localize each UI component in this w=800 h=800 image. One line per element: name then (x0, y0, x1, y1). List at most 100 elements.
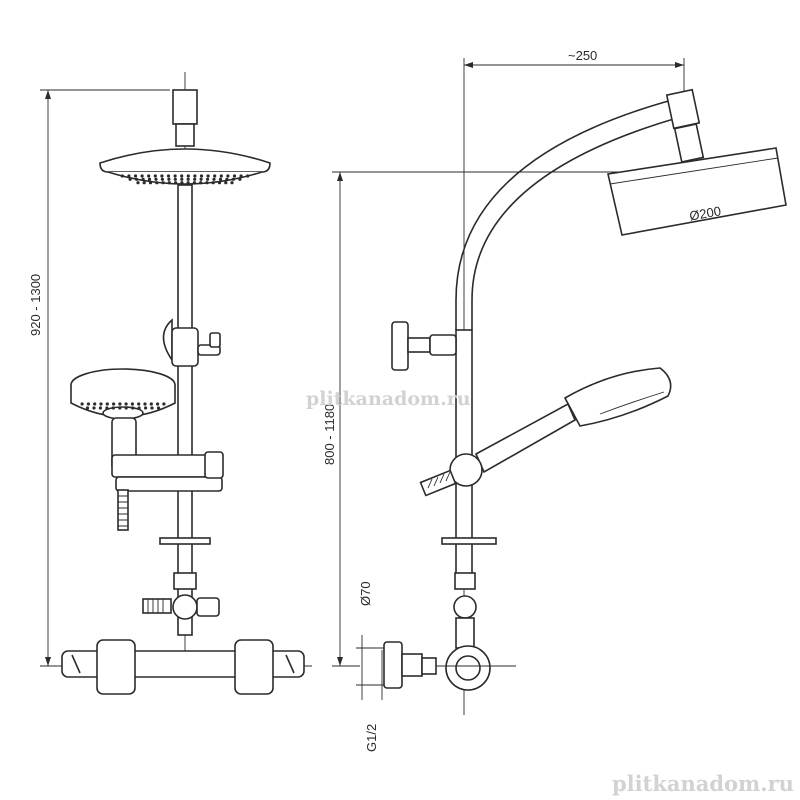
nozzle-dot (186, 177, 190, 181)
nozzle-dot (173, 174, 177, 178)
nozzle-dot (135, 177, 139, 181)
nozzle-dot (180, 181, 184, 185)
nozzle-dot (219, 174, 223, 178)
nozzle-dot (193, 177, 197, 181)
pipe-spacing-label: Ø70 (358, 581, 373, 606)
arm-end-cap (665, 88, 701, 130)
thermostatic-mixer-front (48, 639, 312, 695)
watermark-center: plitkanadom.ru (306, 388, 471, 410)
nozzle-dot (143, 402, 147, 406)
hand-shower-side (419, 367, 672, 497)
nozzle-dot (149, 402, 153, 406)
nozzle-dot (140, 174, 144, 178)
nozzle-dot (136, 181, 140, 185)
nozzle-dot (124, 402, 128, 406)
wall-connection-side (383, 641, 516, 691)
nozzle-dot (137, 406, 141, 410)
nozzle-dot (186, 174, 190, 178)
nozzle-dot (118, 406, 122, 410)
thread-label: G1/2 (364, 724, 379, 752)
riser-pipe-upper (177, 184, 193, 336)
nozzle-dot (232, 174, 237, 178)
shower-height-dimension (332, 171, 622, 667)
nozzle-dot (130, 402, 134, 406)
nozzle-dot (137, 402, 141, 406)
shower-height-label: 800 - 1180 (322, 404, 337, 465)
overhead-shower-head-front (99, 148, 271, 185)
nozzle-dot (162, 402, 166, 406)
nozzle-dot (186, 181, 190, 185)
nozzle-dot (161, 181, 165, 185)
nozzle-dot (206, 174, 210, 178)
wall-bracket-side (441, 537, 497, 545)
nozzle-dot (231, 177, 235, 181)
nozzle-dot (156, 406, 161, 410)
nozzle-dot (147, 174, 151, 178)
nozzle-dot (225, 177, 229, 181)
top-cap (172, 89, 198, 125)
total-height-label: 920 - 1300 (28, 274, 43, 336)
nozzle-dot (173, 177, 177, 181)
nozzle-dot (224, 181, 228, 185)
nozzle-dot (85, 406, 90, 410)
nozzle-dot (238, 177, 242, 181)
slide-holder-front (111, 451, 224, 492)
nozzle-dot (124, 406, 128, 410)
nozzle-dot (180, 174, 184, 178)
nozzle-dot (199, 174, 204, 178)
nozzle-dot (153, 174, 157, 178)
nozzle-dot (193, 174, 197, 178)
nozzle-dot (128, 177, 132, 181)
union-nut-front (173, 572, 197, 590)
nozzle-dot (217, 181, 222, 185)
nozzle-dot (192, 181, 196, 185)
nozzle-dot (160, 177, 164, 181)
nozzle-dot (144, 406, 148, 410)
nozzle-dot (199, 177, 203, 181)
front-view: 920 - 1300 (28, 72, 312, 695)
nozzle-dot (99, 402, 103, 406)
hand-shower-front (70, 368, 176, 471)
nozzle-dot (211, 181, 215, 185)
nozzle-dot (154, 177, 158, 181)
nozzle-dot (155, 181, 159, 185)
nozzle-dot (93, 402, 97, 406)
nozzle-dot (160, 174, 164, 178)
watermark-corner: plitkanadom.ru (612, 771, 794, 796)
top-connector (175, 123, 195, 147)
nozzle-dot (206, 177, 210, 181)
hose-front (117, 489, 129, 531)
nozzle-dot (86, 402, 90, 406)
nozzle-dot (180, 177, 184, 181)
nozzle-dot (205, 181, 209, 185)
union-nut-side (454, 572, 476, 590)
nozzle-dot (230, 181, 234, 185)
nozzle-dot (131, 406, 135, 410)
nozzle-dot (199, 181, 203, 185)
nozzle-dot (133, 174, 138, 178)
nozzle-dot (150, 406, 154, 410)
nozzle-dot (142, 181, 146, 185)
head-diameter-label: Ø200 (688, 203, 722, 223)
nozzle-dot (141, 177, 145, 181)
overhead-shower-head-side (607, 147, 787, 236)
outlet-valve-side (453, 595, 477, 619)
wall-bracket-front (159, 537, 211, 545)
diverter-handle-side (391, 321, 457, 371)
nozzle-dot (167, 177, 171, 181)
connector-side (455, 617, 475, 649)
nozzle-dot (246, 174, 250, 178)
nozzle-dot (127, 174, 131, 178)
nozzle-dot (226, 174, 230, 178)
curved-shower-arm (455, 99, 678, 330)
side-view: ~250 Ø200 800 - 1180 (322, 48, 787, 752)
nozzle-dot (147, 177, 152, 181)
nozzle-dot (98, 406, 102, 410)
height-dimension-front (40, 89, 170, 667)
head-swivel-joint (673, 123, 705, 163)
nozzle-dot (156, 402, 160, 406)
nozzle-dot (148, 181, 153, 185)
nozzle-dot (239, 174, 243, 178)
nozzle-dot (105, 402, 109, 406)
